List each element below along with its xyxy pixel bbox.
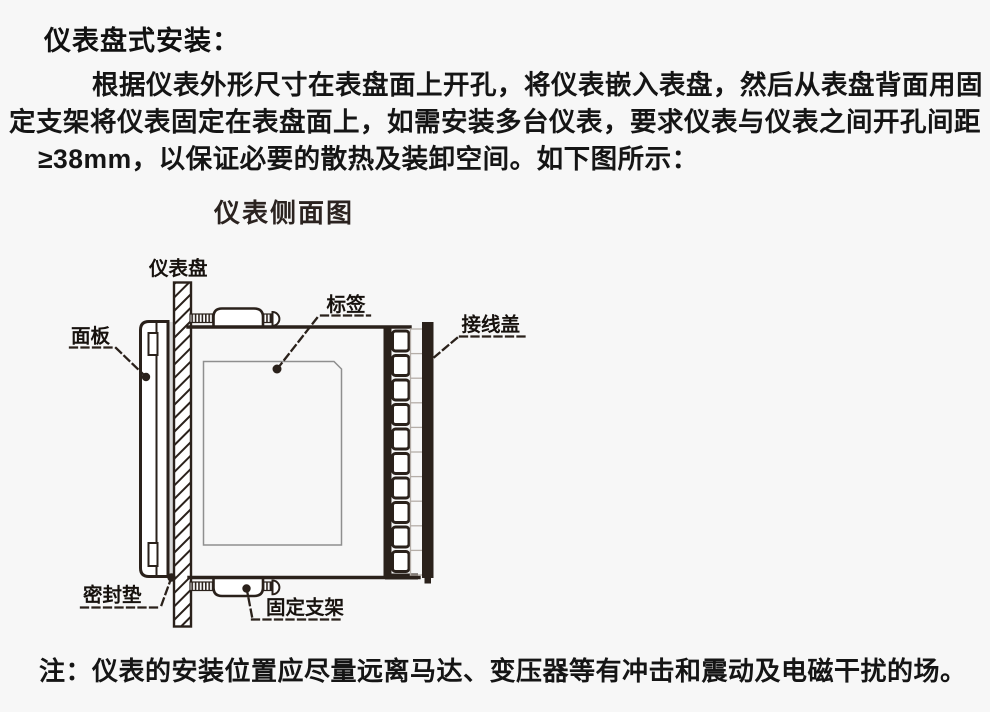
terminal-base-cap [385,573,418,580]
terminal-block [383,322,434,584]
paragraph-line-2: 定支架将仪表固定在表盘面上，如需安装多台仪表，要求仪表与仪表之间开孔间距 [9,107,981,137]
label-gasket: 密封垫 [83,584,142,607]
label-front-panel: 面板 [71,325,111,348]
screw-thread-bottom-right [262,581,273,592]
bottom-bracket-screw [189,576,281,598]
terminal-cell [391,501,411,524]
screw-tip-bottom [271,579,281,596]
bezel-clip-top [147,332,159,356]
terminal-cell [391,378,411,402]
terminal-cell [391,354,411,377]
bezel-clip-bottom [147,542,159,567]
terminal-cell [391,525,411,549]
front-panel-leader-dot [141,372,151,382]
figure-title: 仪表侧面图 [214,199,355,228]
label-instrument-panel: 仪表盘 [148,257,208,280]
terminal-cover-bar [422,322,434,578]
sticker-leader-line [277,316,319,368]
bracket-hump-bottom [212,576,265,598]
front-bezel [139,320,170,578]
screw-thread-top-right [262,313,273,324]
label-sticker: 标签 [326,293,367,316]
bracket-hump-top [212,307,265,328]
label-bracket: 固定支架 [266,596,345,619]
gasket-leader-dot [167,573,176,582]
front-panel-leader-line [114,346,145,376]
terminal-rail [383,328,392,576]
screw-thread-top-left [189,313,214,324]
terminal-cell [391,550,411,573]
sticker-area-rect [202,360,343,546]
top-bracket-screw [189,307,281,328]
label-terminal-cover: 接线盖 [462,313,521,336]
bracket-leader-dot [242,584,251,593]
terminal-cell [391,476,411,500]
footnote: 注：仪表的安装位置应尽量远离马达、变压器等有冲击和震动及电磁干扰的场。 [39,656,967,686]
mounting-panel-hatch [172,281,193,628]
terminal-cover-leader-line [432,336,459,359]
sealing-gasket-strip [166,322,174,577]
terminal-cell [391,427,411,451]
paragraph-line-3: ≥38mm，以保证必要的散热及装卸空间。如下图所示： [38,144,699,174]
terminal-cell [391,403,411,426]
terminal-cell [391,452,411,475]
screw-tip-top [271,310,281,327]
paragraph-line-1: 根据仪表外形尺寸在表盘面上开孔，将仪表嵌入表盘，然后从表盘背面用固 [92,70,983,100]
gasket-leader-line [160,580,172,607]
screw-thread-bottom-left [189,581,214,592]
terminal-grid-lines [409,328,423,576]
terminal-cell [391,329,411,353]
section-title: 仪表盘式安装： [44,26,240,56]
terminal-cover-nub [424,578,431,584]
bracket-leader-line [246,591,254,618]
